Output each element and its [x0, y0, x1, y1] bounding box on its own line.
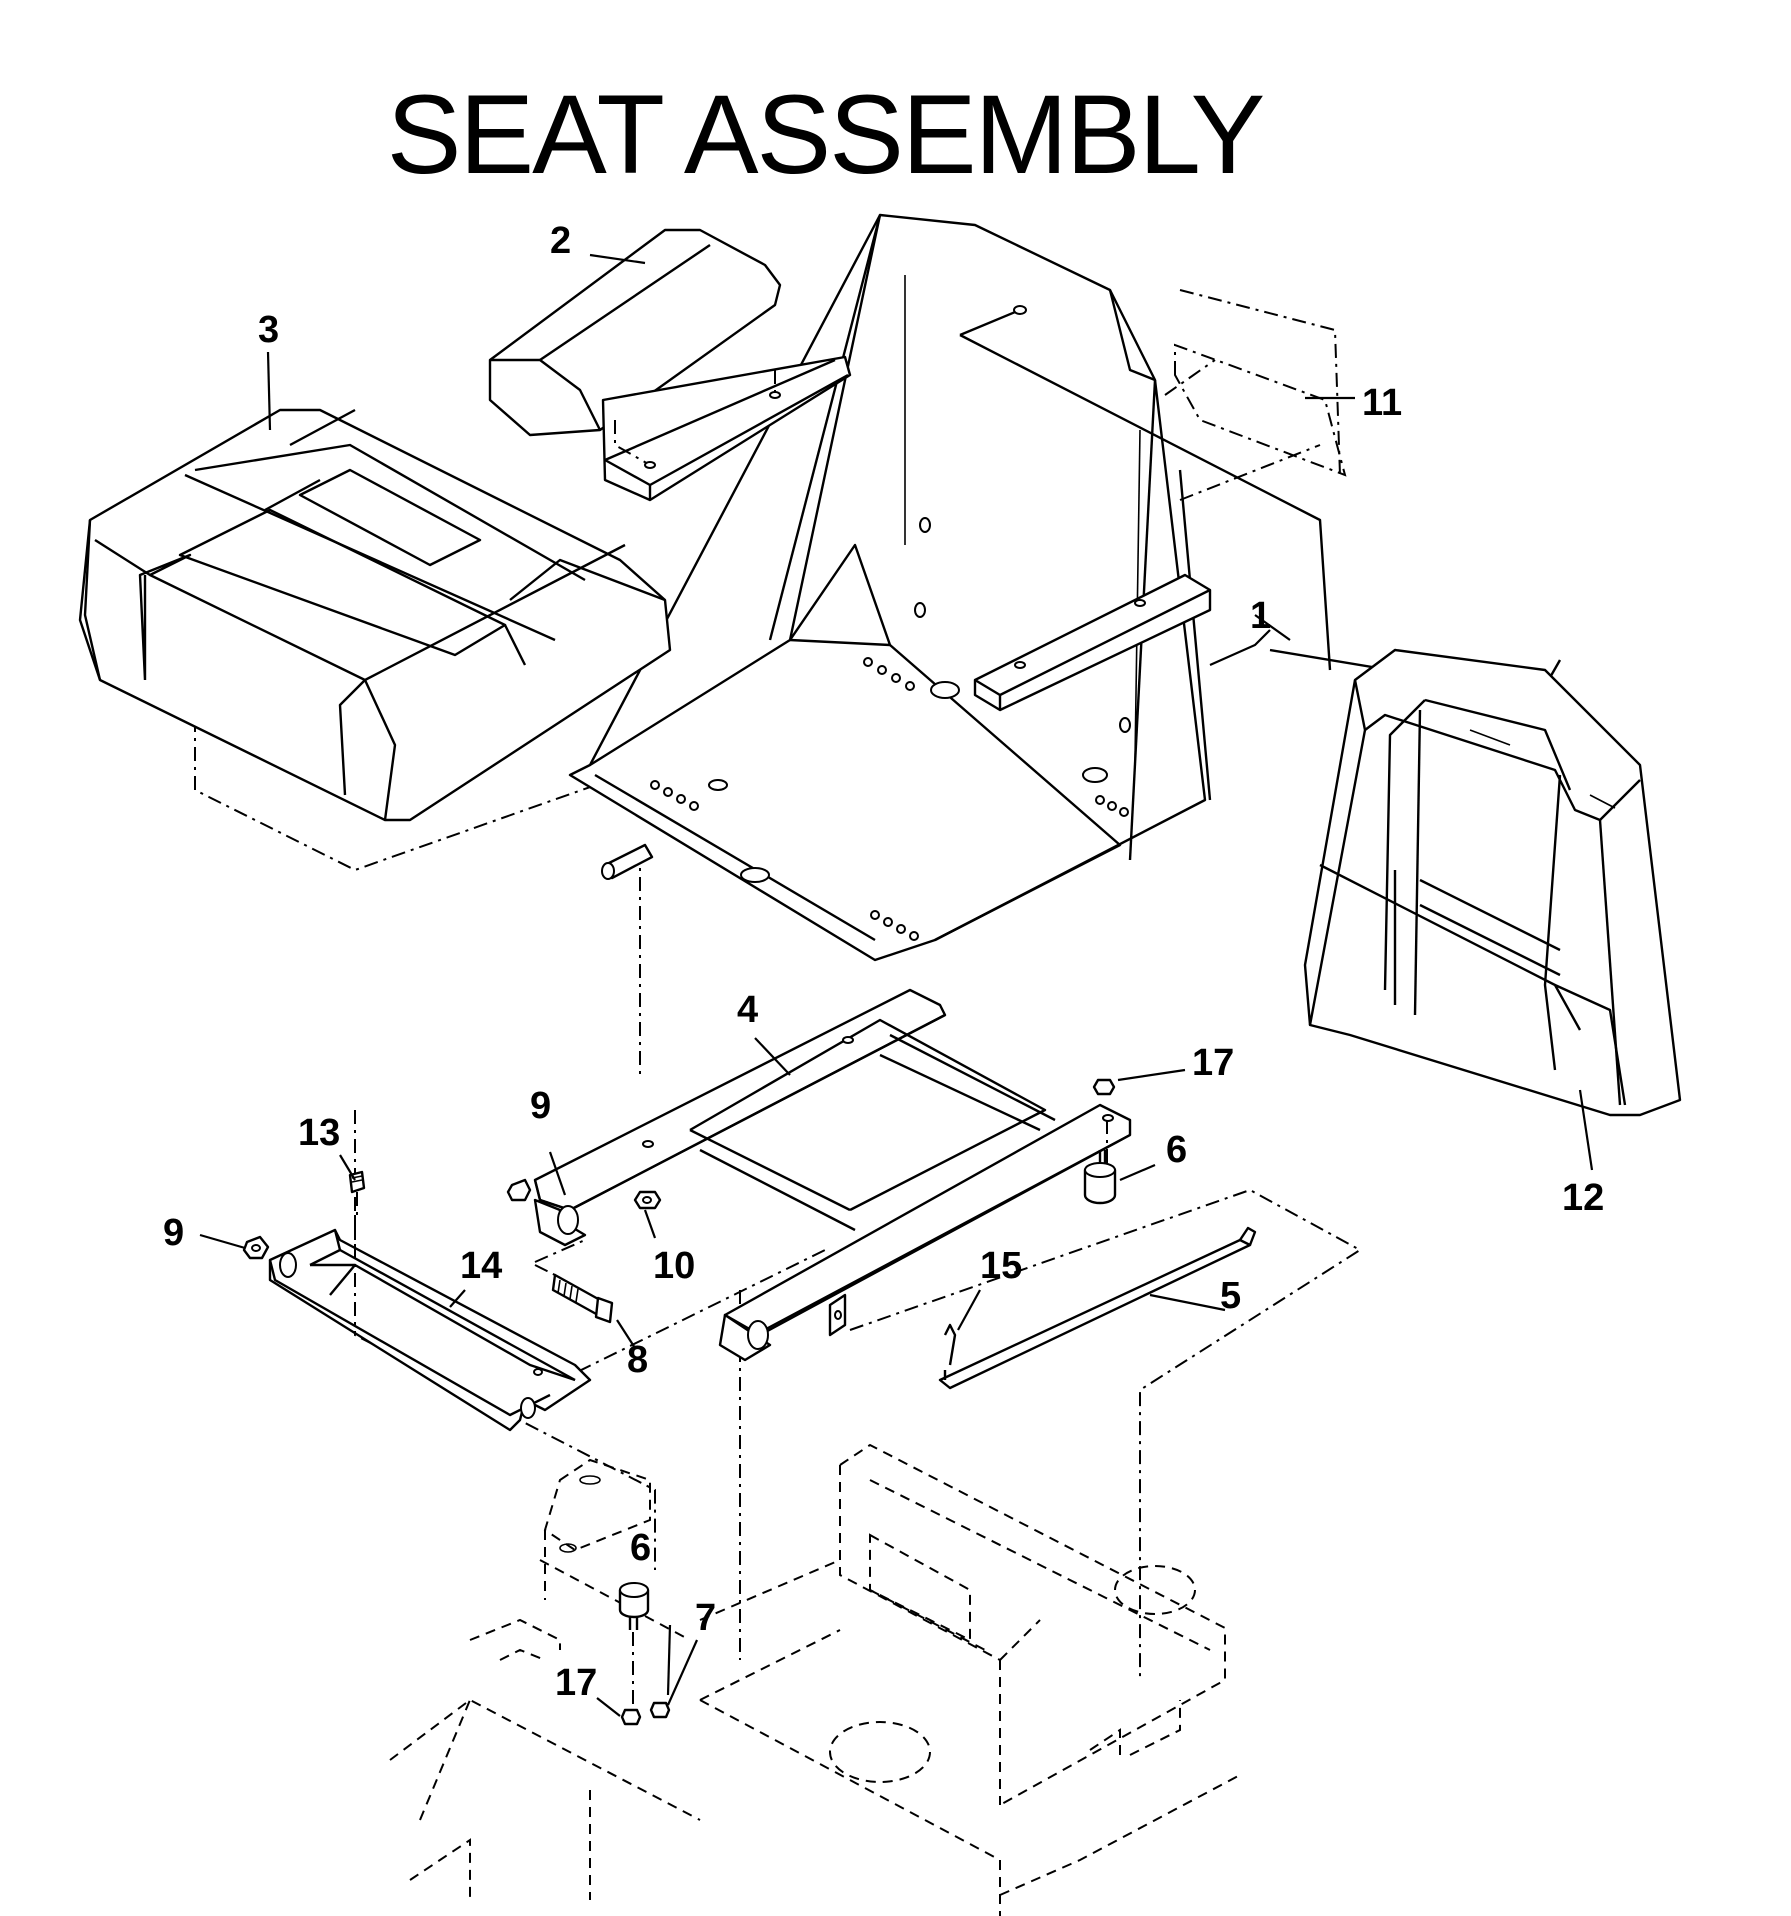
- callout-1: 1: [1250, 595, 1271, 637]
- callout-3: 3: [258, 309, 279, 351]
- callout-6-lower: 6: [630, 1527, 651, 1569]
- callout-labels: 1 2 3 4 5 6 6 7 8 9 9 10 11 12 13 14 15 …: [163, 220, 1604, 1704]
- part-3-seat-cushion: [78, 408, 672, 822]
- part-4-slide-frame: [533, 988, 1132, 1362]
- callout-11: 11: [1362, 382, 1402, 424]
- seat-pan-hole-row: [650, 657, 1129, 941]
- callout-12: 12: [1562, 1177, 1604, 1219]
- callout-5: 5: [1220, 1275, 1241, 1317]
- callout-13: 13: [298, 1112, 340, 1154]
- chassis-frame: [389, 1443, 1241, 1916]
- part-14-bracket: [268, 1215, 592, 1432]
- callout-17-upper: 17: [1192, 1042, 1234, 1084]
- callout-7: 7: [695, 1597, 716, 1639]
- callout-14: 14: [460, 1245, 502, 1287]
- callout-8: 8: [627, 1339, 648, 1381]
- callout-10: 10: [653, 1245, 695, 1287]
- callout-17-lower: 17: [555, 1662, 597, 1704]
- leader-lines: [199, 253, 1594, 1717]
- callout-4: 4: [737, 989, 758, 1031]
- hardware: [242, 1078, 1117, 1726]
- callout-2: 2: [550, 220, 571, 262]
- callout-15: 15: [980, 1245, 1022, 1287]
- part-5-rod: [938, 1226, 1257, 1390]
- part-2-armrest: [488, 228, 852, 502]
- part-1-seat-pan: [568, 213, 1562, 962]
- callout-6-upper: 6: [1166, 1129, 1187, 1171]
- part-12-back-cushion: [1303, 648, 1682, 1117]
- callout-9-bracket: 9: [163, 1212, 184, 1254]
- diagram-title: SEAT ASSEMBLY: [386, 72, 1266, 197]
- callout-9-tube: 9: [530, 1085, 551, 1127]
